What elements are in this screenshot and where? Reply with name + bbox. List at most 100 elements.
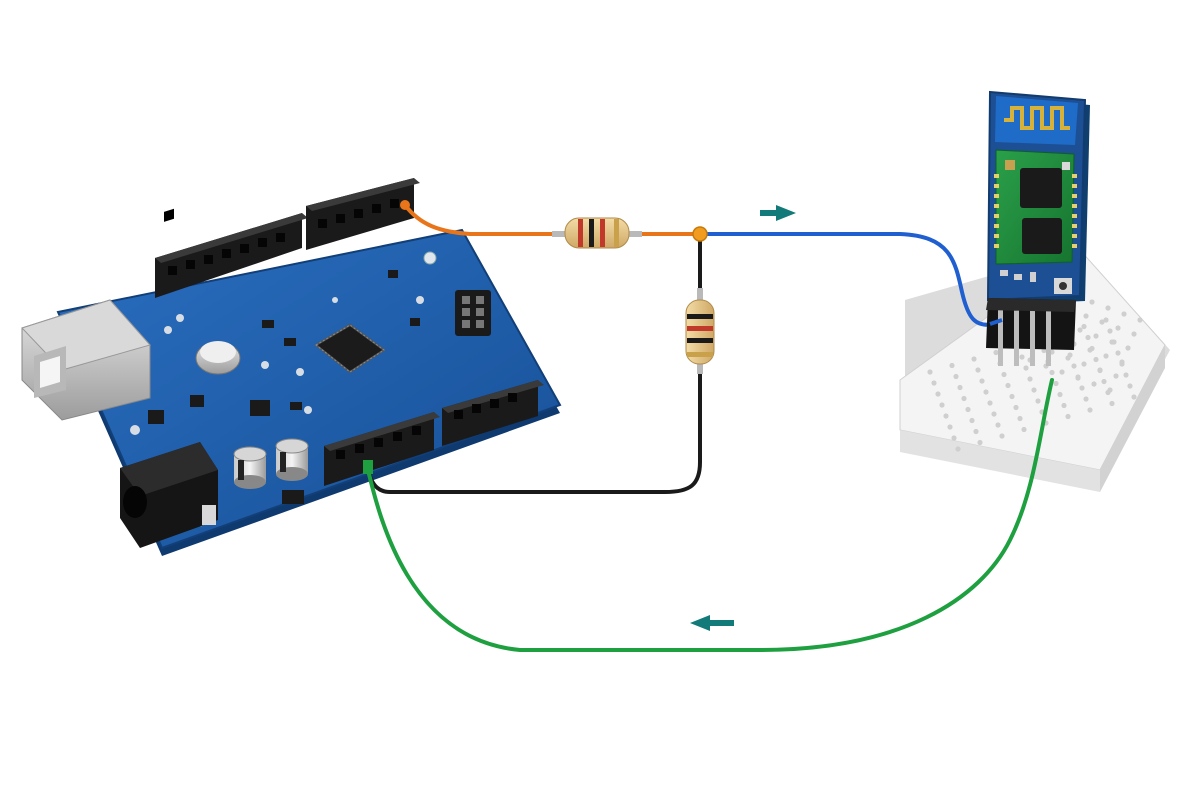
breadboard-hole (1031, 387, 1037, 393)
breadboard-hole (1107, 387, 1113, 393)
breadboard-hole (983, 389, 989, 395)
breadboard-hole (1027, 376, 1033, 382)
breadboard-hole (1123, 372, 1129, 378)
breadboard-hole (1079, 385, 1085, 391)
pads (130, 296, 424, 435)
wire-green (366, 378, 1054, 652)
bluetooth-module (986, 90, 1090, 366)
breadboard-hole (977, 439, 983, 446)
breadboard-hole (1089, 299, 1095, 305)
breadboard-hole (943, 413, 949, 419)
breadboard-hole (1083, 313, 1089, 319)
breadboard-hole (939, 402, 945, 408)
wire-end-green (363, 460, 373, 474)
breadboard-hole (1103, 353, 1109, 359)
breadboard-hole (1131, 331, 1137, 337)
resistor-band (687, 352, 713, 357)
wire-blue (698, 232, 997, 327)
resistor-band (687, 326, 713, 331)
breadboard-hole (971, 356, 977, 362)
breadboard-hole (973, 428, 979, 435)
microcontroller-chip (314, 323, 386, 374)
breadboard-hole (1087, 407, 1093, 413)
header-pins (168, 199, 399, 275)
breadboard-hole (1053, 380, 1059, 387)
power-jack (120, 442, 218, 548)
junction-node (692, 226, 708, 242)
flow-arrow-right (760, 205, 796, 221)
breadboard-hole (1021, 426, 1027, 433)
capacitor-2 (275, 438, 309, 481)
breadboard-hole (1093, 333, 1099, 339)
antenna-trace (1004, 106, 1070, 130)
breadboard-hole (1065, 355, 1071, 361)
breadboard-hole (1065, 413, 1071, 420)
breadboard-hole (1119, 359, 1125, 365)
breadboard-hole (949, 362, 955, 369)
breadboard-hole (1059, 369, 1065, 375)
breadboard-hole (1001, 371, 1007, 378)
bt-pin-header (986, 298, 1076, 366)
breadboard-hole (1093, 356, 1099, 363)
wire-end-orange (400, 200, 410, 210)
resistor-band (578, 219, 583, 247)
breadboard-hole (993, 349, 999, 356)
resistor-band (687, 314, 713, 319)
resistor-band (687, 338, 713, 343)
mounting-hole (423, 251, 437, 265)
breadboard-hole (935, 391, 941, 397)
breadboard-hole (1081, 361, 1087, 367)
breadboard-hole (947, 424, 953, 430)
breadboard-hole (1115, 350, 1121, 356)
arduino-uno-board (21, 178, 562, 556)
bt-chip-1 (1020, 168, 1062, 208)
breadboard-hole (991, 411, 997, 417)
breadboard-hole (1113, 373, 1119, 379)
breadboard-hole (1071, 363, 1077, 369)
breadboard-hole (1127, 383, 1133, 389)
mini-breadboard (899, 249, 1170, 492)
breadboard-hole (955, 446, 961, 452)
breadboard-hole (1097, 367, 1103, 373)
analog-header (442, 380, 544, 446)
breadboard-hole (927, 369, 933, 375)
breadboard-hole (1081, 323, 1087, 330)
breadboard-hole (1019, 354, 1025, 360)
breadboard-hole (1099, 319, 1105, 325)
voltage-regulator (282, 490, 304, 504)
breadboard-hole (975, 367, 981, 373)
breadboard-hole (1109, 400, 1115, 407)
breadboard-hole (1101, 378, 1107, 385)
capacitor-1 (233, 446, 267, 489)
crystal-oscillator (195, 341, 241, 375)
resistor-series (552, 217, 642, 249)
wire-orange (403, 203, 567, 236)
breadboard-hole (1087, 347, 1093, 353)
breadboard-hole (965, 406, 971, 413)
breadboard-hole (1115, 325, 1121, 331)
usb-b-connector (21, 299, 151, 421)
breadboard-hole (1091, 381, 1097, 387)
breadboard-hole (1013, 404, 1019, 411)
breadboard-hole (1009, 393, 1015, 400)
breadboard-hole (951, 435, 957, 441)
breadboard-hole (987, 400, 993, 406)
breadboard-hole (1083, 396, 1089, 402)
breadboard-hole (1005, 382, 1011, 389)
resistor-band (589, 219, 594, 247)
castellated-pads (994, 174, 1077, 248)
breadboard-hole (953, 373, 959, 380)
breadboard-hole (999, 433, 1005, 439)
bt-chip-2 (1022, 218, 1062, 254)
breadboard-hole (969, 417, 975, 424)
breadboard-hole (931, 380, 937, 386)
breadboard-hole (1109, 339, 1115, 345)
breadboard-hole (1103, 317, 1109, 323)
breadboard-hole (1085, 334, 1091, 341)
breadboard-hole (1121, 311, 1127, 317)
breadboard-hole (961, 395, 967, 402)
power-header (324, 412, 440, 486)
smd-components (148, 270, 420, 424)
breadboard-hole (1049, 369, 1055, 376)
